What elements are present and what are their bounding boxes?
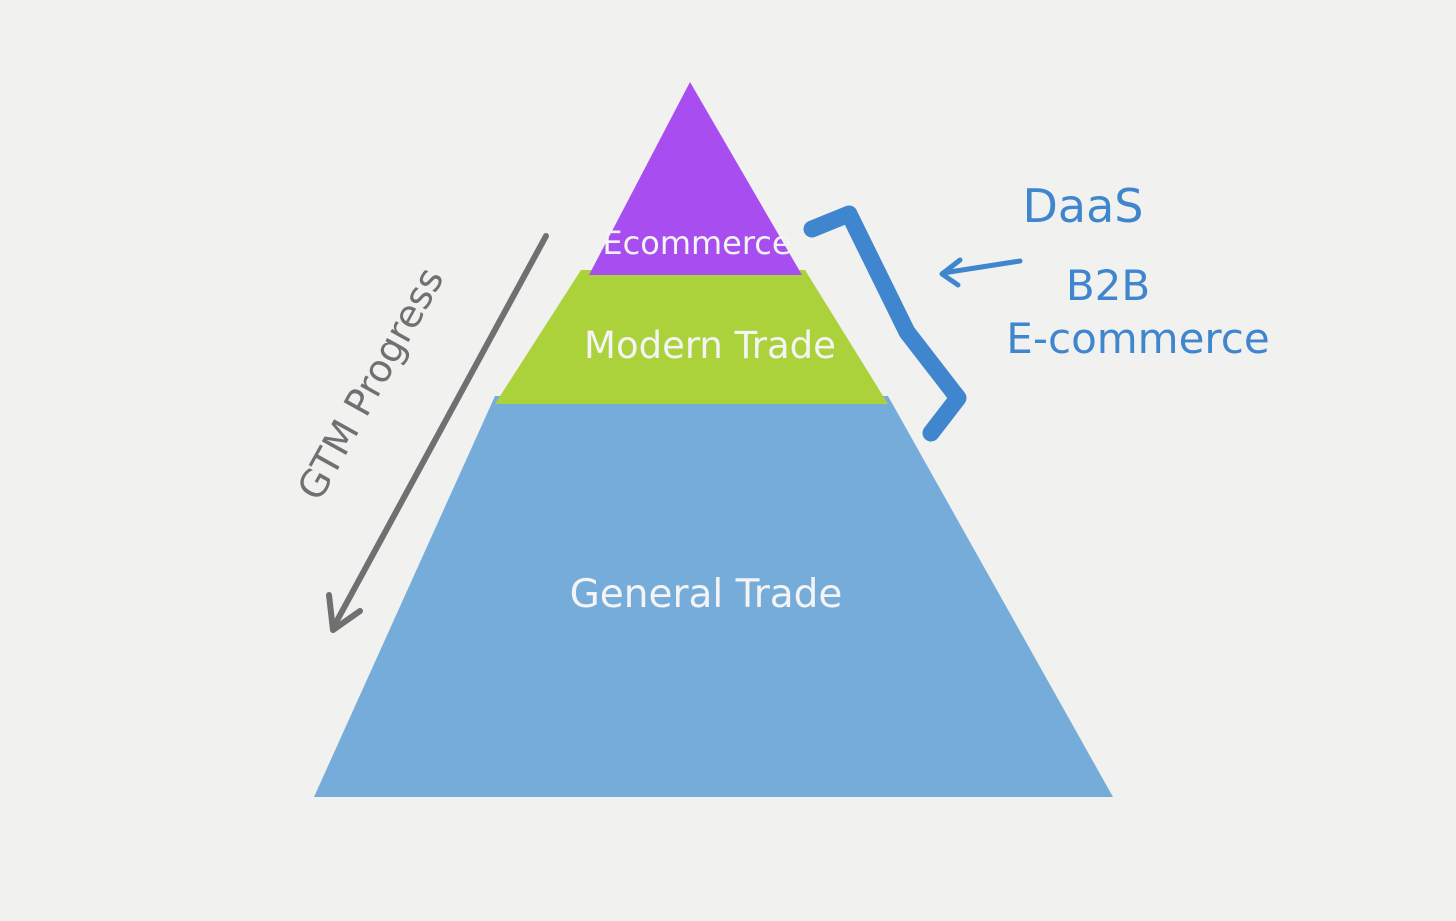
annotation-bracket	[803, 205, 967, 442]
pyramid-layer-ecommerce	[589, 82, 802, 275]
annotation-arrow	[939, 257, 1023, 288]
layer-label-modern-trade: Modern Trade	[584, 324, 836, 367]
progress-arrow-shaft	[330, 233, 549, 631]
annotation-line-ecommerce: E-commerce	[1006, 314, 1269, 363]
pyramid-layer-modern-trade	[495, 270, 888, 404]
annotation-line-daas: DaaS	[1023, 179, 1144, 233]
gtm-progress-arrow	[326, 233, 549, 633]
gtm-progress-label: GTM Progress	[289, 260, 453, 507]
annotation-arrow-shaft	[940, 258, 1023, 276]
layer-label-general-trade: General Trade	[570, 572, 843, 617]
progress-arrow-head	[326, 592, 363, 633]
annotation-line-b2b: B2B	[1066, 261, 1150, 310]
annotation-arrow-head	[939, 257, 963, 288]
layer-label-ecommerce: Ecommerce	[602, 224, 791, 262]
pyramid-layer-general-trade	[314, 396, 1113, 797]
